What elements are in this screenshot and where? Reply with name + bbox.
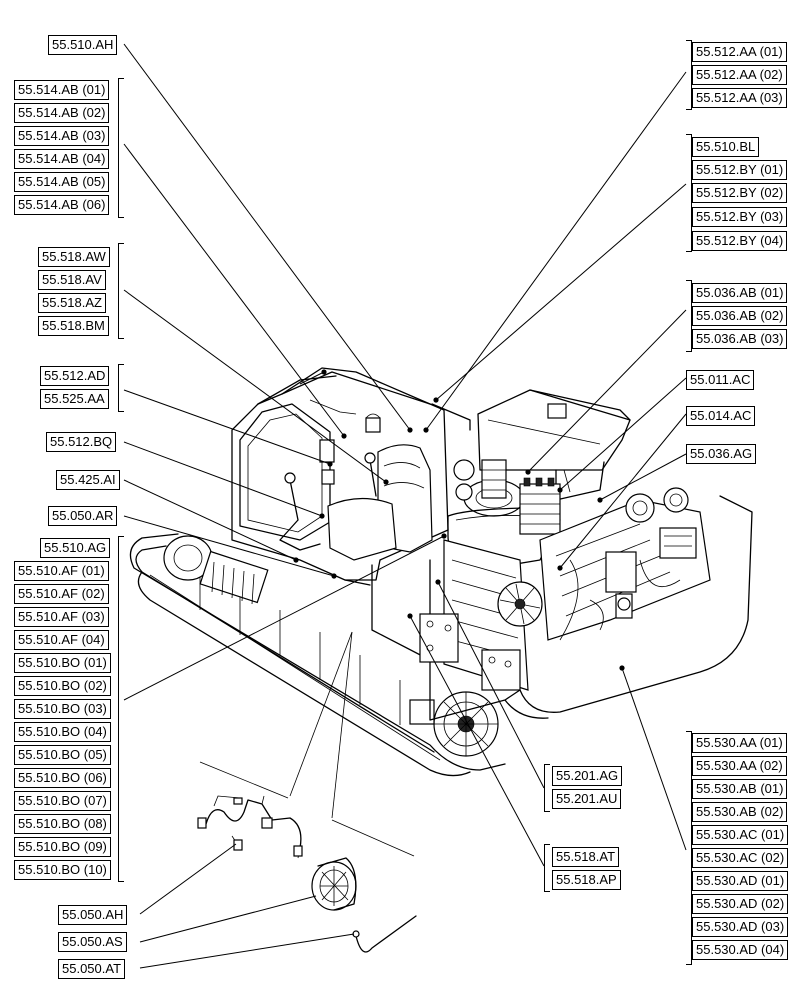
callout-label[interactable]: 55.530.AD (01) [692, 871, 789, 891]
callout-group-bracket [118, 364, 124, 412]
callout-group-bracket [544, 844, 550, 892]
callout-group-bracket [686, 40, 692, 110]
callout-label[interactable]: 55.510.AF (04) [14, 630, 109, 650]
callout-group-bracket [686, 280, 692, 352]
callout-label[interactable]: 55.036.AB (02) [692, 306, 788, 326]
callout-label[interactable]: 55.510.BO (05) [14, 745, 111, 765]
callout-label[interactable]: 55.050.AH [58, 905, 128, 925]
callout-label[interactable]: 55.510.BO (09) [14, 837, 111, 857]
callout-label[interactable]: 55.530.AB (01) [692, 779, 788, 799]
callout-group-bracket [686, 731, 692, 965]
callout-label[interactable]: 55.530.AC (02) [692, 848, 789, 868]
callout-label[interactable]: 55.514.AB (02) [14, 103, 110, 123]
callout-label[interactable]: 55.514.AB (06) [14, 195, 110, 215]
callout-group-bracket [686, 134, 692, 252]
callout-label[interactable]: 55.201.AG [552, 766, 623, 786]
callout-label[interactable]: 55.011.AC [686, 370, 755, 390]
callout-label[interactable]: 55.050.AT [58, 959, 126, 979]
callout-label[interactable]: 55.201.AU [552, 789, 622, 809]
callout-group-bracket [118, 78, 124, 218]
callout-label[interactable]: 55.514.AB (05) [14, 172, 110, 192]
callout-label[interactable]: 55.510.AH [48, 35, 118, 55]
callout-label[interactable]: 55.518.AT [552, 847, 620, 867]
crawler-track [129, 533, 506, 777]
leader-lines [123, 43, 687, 969]
callout-label[interactable]: 55.510.BO (01) [14, 653, 111, 673]
callout-label[interactable]: 55.510.AF (03) [14, 607, 109, 627]
callout-label[interactable]: 55.512.AA (01) [692, 42, 787, 62]
callout-label[interactable]: 55.510.BO (02) [14, 676, 111, 696]
callout-label[interactable]: 55.510.AF (01) [14, 561, 109, 581]
callout-label[interactable]: 55.512.BY (01) [692, 160, 788, 180]
callout-group-bracket [118, 536, 124, 882]
callout-label[interactable]: 55.518.AV [38, 270, 106, 290]
callout-label[interactable]: 55.525.AA [40, 389, 109, 409]
callout-label[interactable]: 55.530.AD (02) [692, 894, 789, 914]
callout-label[interactable]: 55.510.BO (04) [14, 722, 111, 742]
loose-parts [197, 795, 417, 953]
callout-label[interactable]: 55.510.AF (02) [14, 584, 109, 604]
callout-label[interactable]: 55.518.AP [552, 870, 621, 890]
callout-label[interactable]: 55.512.AA (03) [692, 88, 787, 108]
callout-label[interactable]: 55.518.AW [38, 247, 110, 267]
callout-group-bracket [118, 243, 124, 339]
callout-label[interactable]: 55.512.BY (04) [692, 231, 788, 251]
callout-label[interactable]: 55.512.BY (02) [692, 183, 788, 203]
callout-label[interactable]: 55.514.AB (01) [14, 80, 110, 100]
engine-compartment [419, 389, 711, 691]
callout-label[interactable]: 55.530.AD (04) [692, 940, 789, 960]
callout-label[interactable]: 55.036.AG [686, 444, 757, 464]
callout-label[interactable]: 55.530.AA (01) [692, 733, 787, 753]
callout-label[interactable]: 55.014.AC [686, 406, 756, 426]
callout-label[interactable]: 55.518.AZ [38, 293, 106, 313]
callout-label[interactable]: 55.510.BO (07) [14, 791, 111, 811]
callout-label[interactable]: 55.512.BQ [46, 432, 117, 452]
callout-label[interactable]: 55.518.BM [38, 316, 109, 336]
callout-label[interactable]: 55.036.AB (03) [692, 329, 788, 349]
callout-group-bracket [544, 764, 550, 812]
callout-label[interactable]: 55.510.AG [40, 538, 111, 558]
operator-cab [231, 367, 471, 581]
callout-label[interactable]: 55.512.AD [40, 366, 110, 386]
callout-label[interactable]: 55.050.AS [58, 932, 127, 952]
callout-label[interactable]: 55.510.BO (10) [14, 860, 111, 880]
callout-label[interactable]: 55.514.AB (04) [14, 149, 110, 169]
callout-label[interactable]: 55.530.AD (03) [692, 917, 789, 937]
callout-label[interactable]: 55.510.BL [692, 137, 760, 157]
callout-label[interactable]: 55.512.AA (02) [692, 65, 787, 85]
callout-label[interactable]: 55.425.AI [56, 470, 120, 490]
callout-label[interactable]: 55.050.AR [48, 506, 118, 526]
callout-label[interactable]: 55.510.BO (06) [14, 768, 111, 788]
callout-label[interactable]: 55.514.AB (03) [14, 126, 110, 146]
callout-label[interactable]: 55.510.BO (03) [14, 699, 111, 719]
callout-label[interactable]: 55.530.AB (02) [692, 802, 788, 822]
callout-label[interactable]: 55.510.BO (08) [14, 814, 111, 834]
guide-lines [199, 631, 415, 857]
leader-end-dots [293, 369, 625, 671]
callout-label[interactable]: 55.530.AA (02) [692, 756, 787, 776]
callout-label[interactable]: 55.530.AC (01) [692, 825, 789, 845]
callout-label[interactable]: 55.512.BY (03) [692, 207, 788, 227]
callout-label[interactable]: 55.036.AB (01) [692, 283, 788, 303]
